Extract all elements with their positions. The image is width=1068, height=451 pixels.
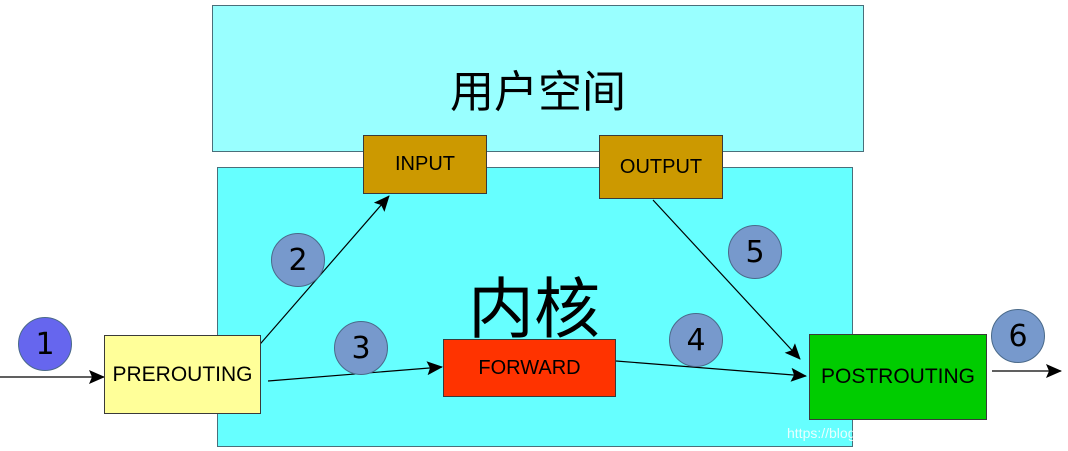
postrouting-chain: POSTROUTING [809,334,987,420]
user-space-region: 用户空间 [212,5,864,152]
user-space-label: 用户空间 [450,67,626,118]
output-chain-label: OUTPUT [619,155,703,178]
kernel-label: 内核 [468,271,600,348]
step-1-badge: 1 [18,317,72,371]
step-6-badge: 6 [991,309,1045,363]
input-chain-label: INPUT [395,153,455,175]
forward-chain: FORWARD [443,339,616,397]
prerouting-chain-label: PREROUTING [112,362,253,386]
arrow-forward-to-postrouting [615,360,807,382]
step-2-badge: 2 [271,233,325,287]
forward-chain-label: FORWARD [478,356,581,379]
step-4-badge: 4 [669,313,723,367]
step-5-badge: 5 [728,225,782,279]
step-3-badge: 3 [334,321,388,375]
arrow-output-to-postrouting [652,199,801,360]
input-chain: INPUT [363,135,487,194]
postrouting-chain-label: POSTROUTING [820,365,975,388]
output-chain: OUTPUT [599,135,723,199]
kernel-region: 内核 [217,167,853,447]
watermark-text: https://blog.csdn.net/weixin_45027467 [787,425,1026,441]
prerouting-chain: PREROUTING [104,335,261,414]
